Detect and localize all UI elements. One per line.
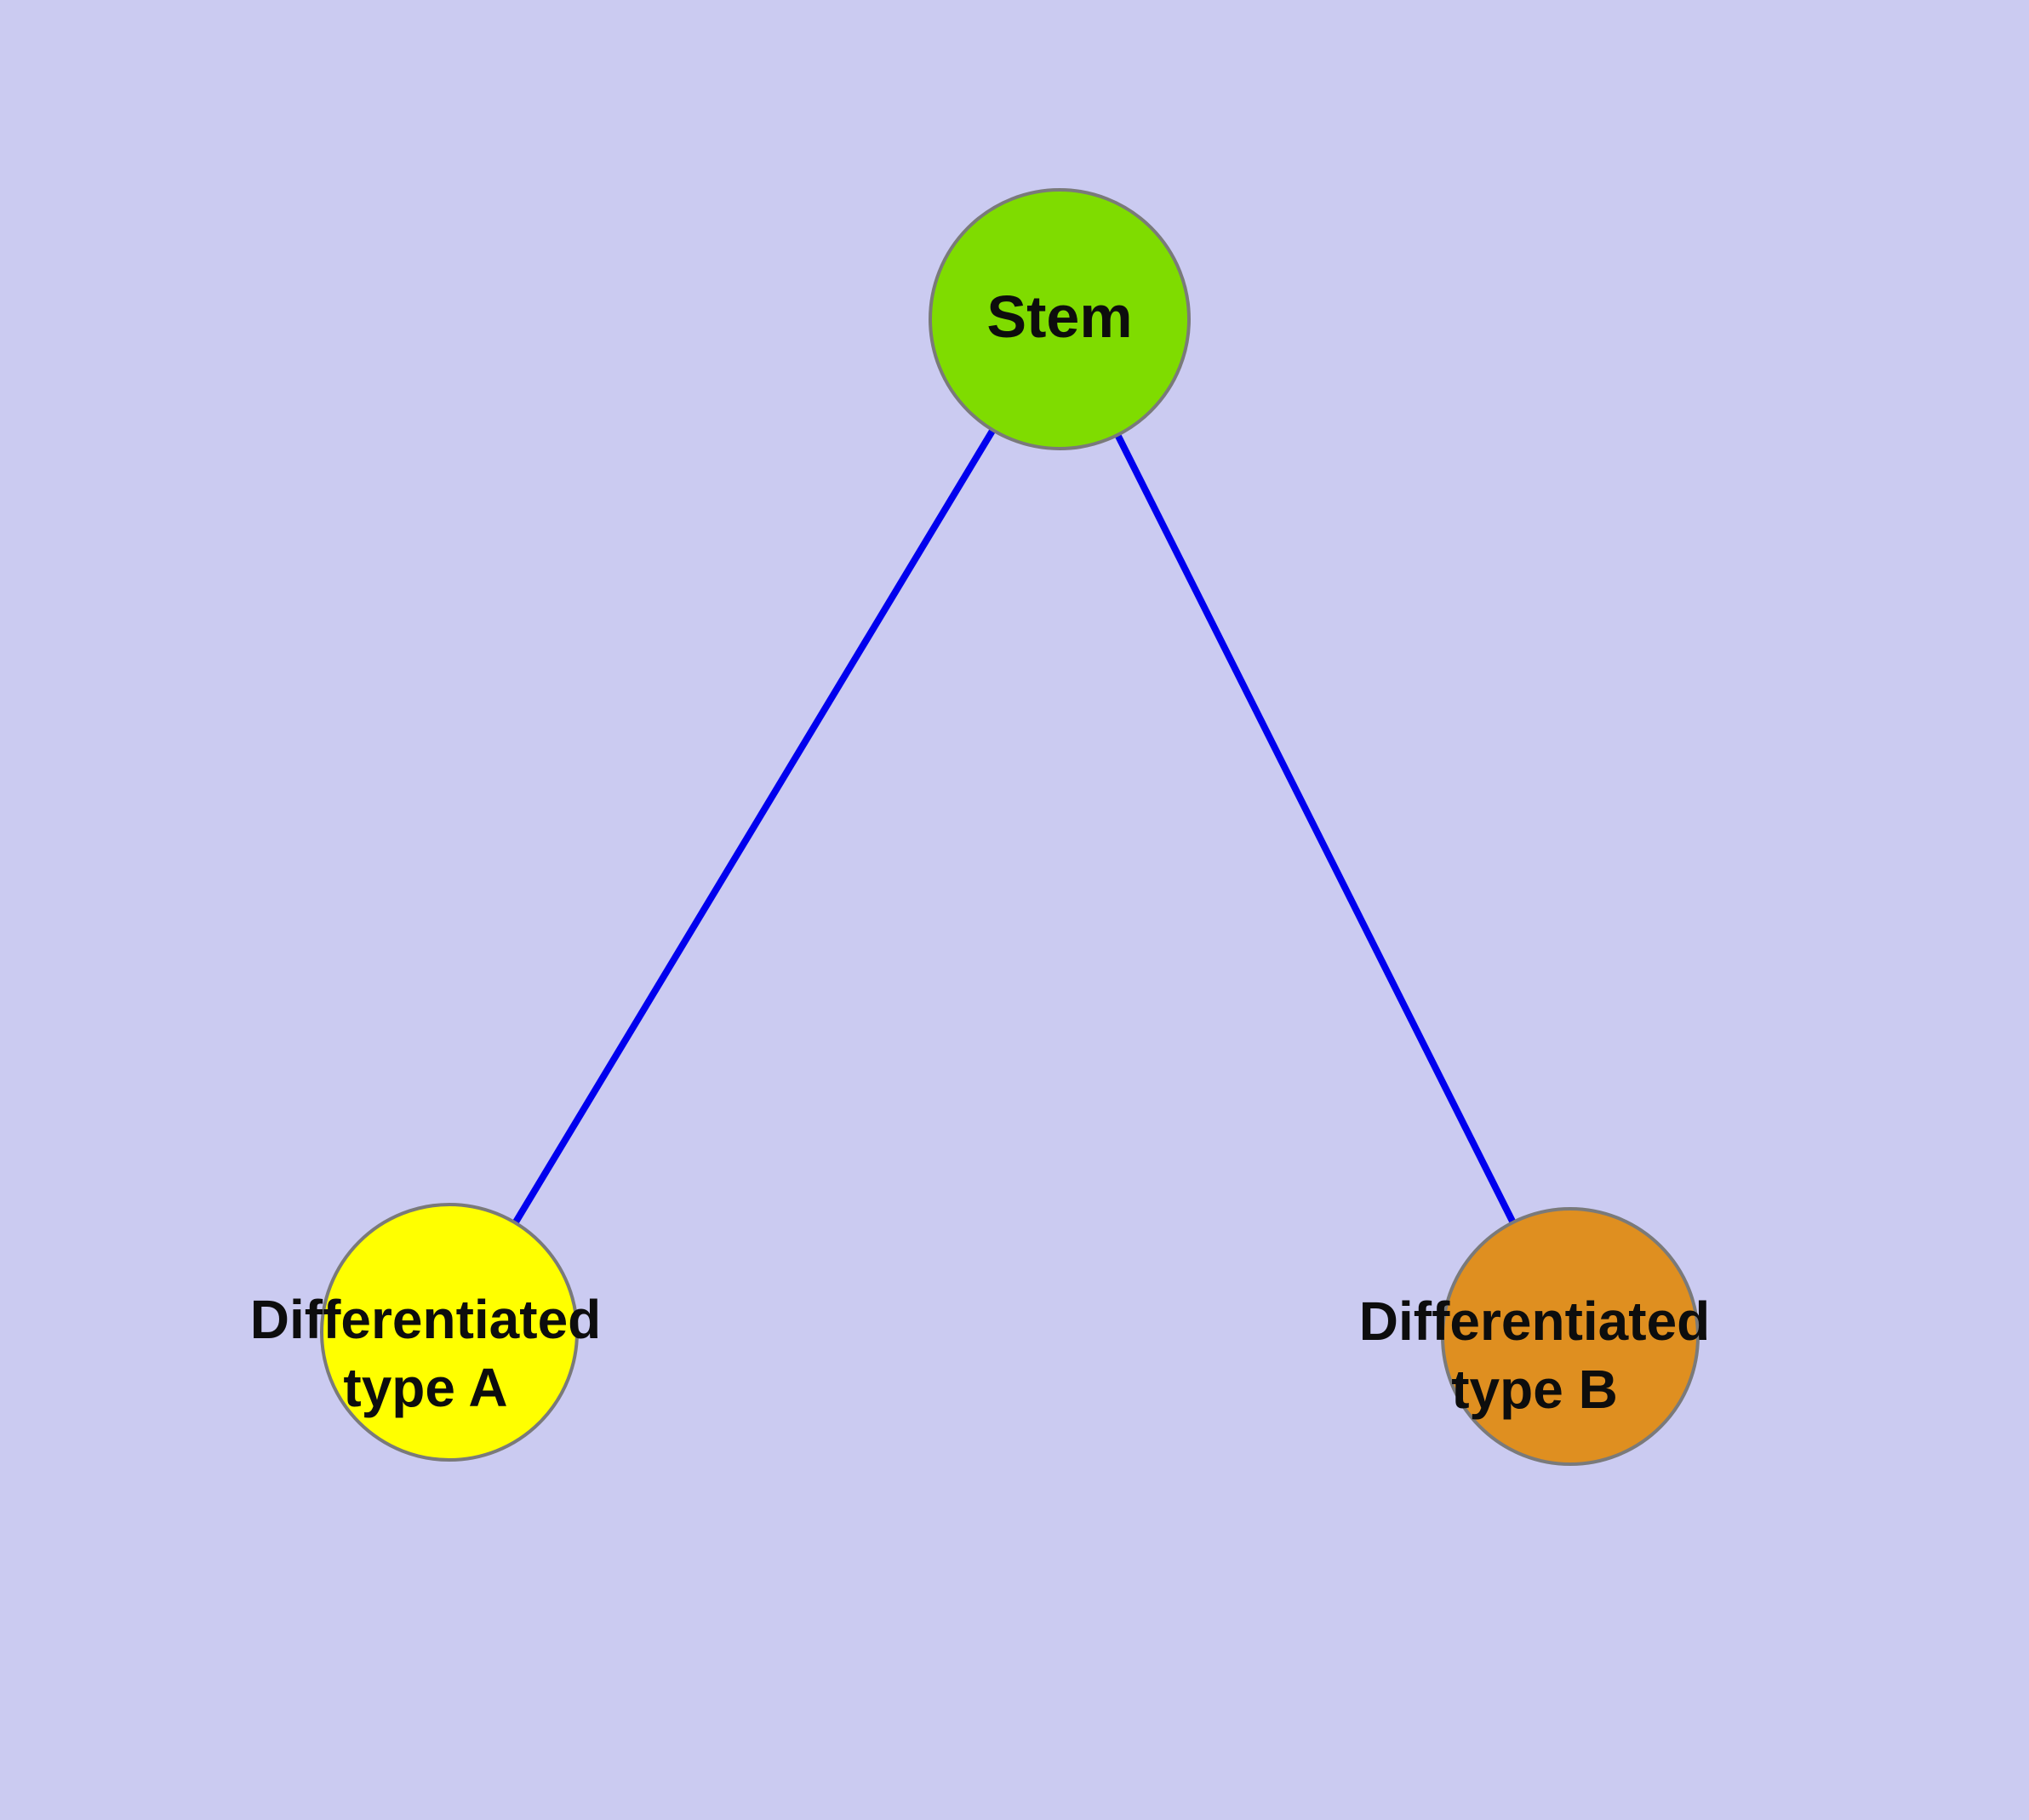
type-b-node-label: Differentiated type B (1358, 1291, 1711, 1420)
stem-node (929, 188, 1191, 450)
edge-stem-to-type-b (1056, 318, 1574, 1338)
stem-node-label: Stem (986, 283, 1133, 350)
edge-stem-to-type-a (446, 317, 1063, 1335)
type-b-node (1441, 1207, 1700, 1466)
type-a-node-label: Differentiated type A (249, 1289, 602, 1418)
type-a-node (320, 1203, 579, 1462)
